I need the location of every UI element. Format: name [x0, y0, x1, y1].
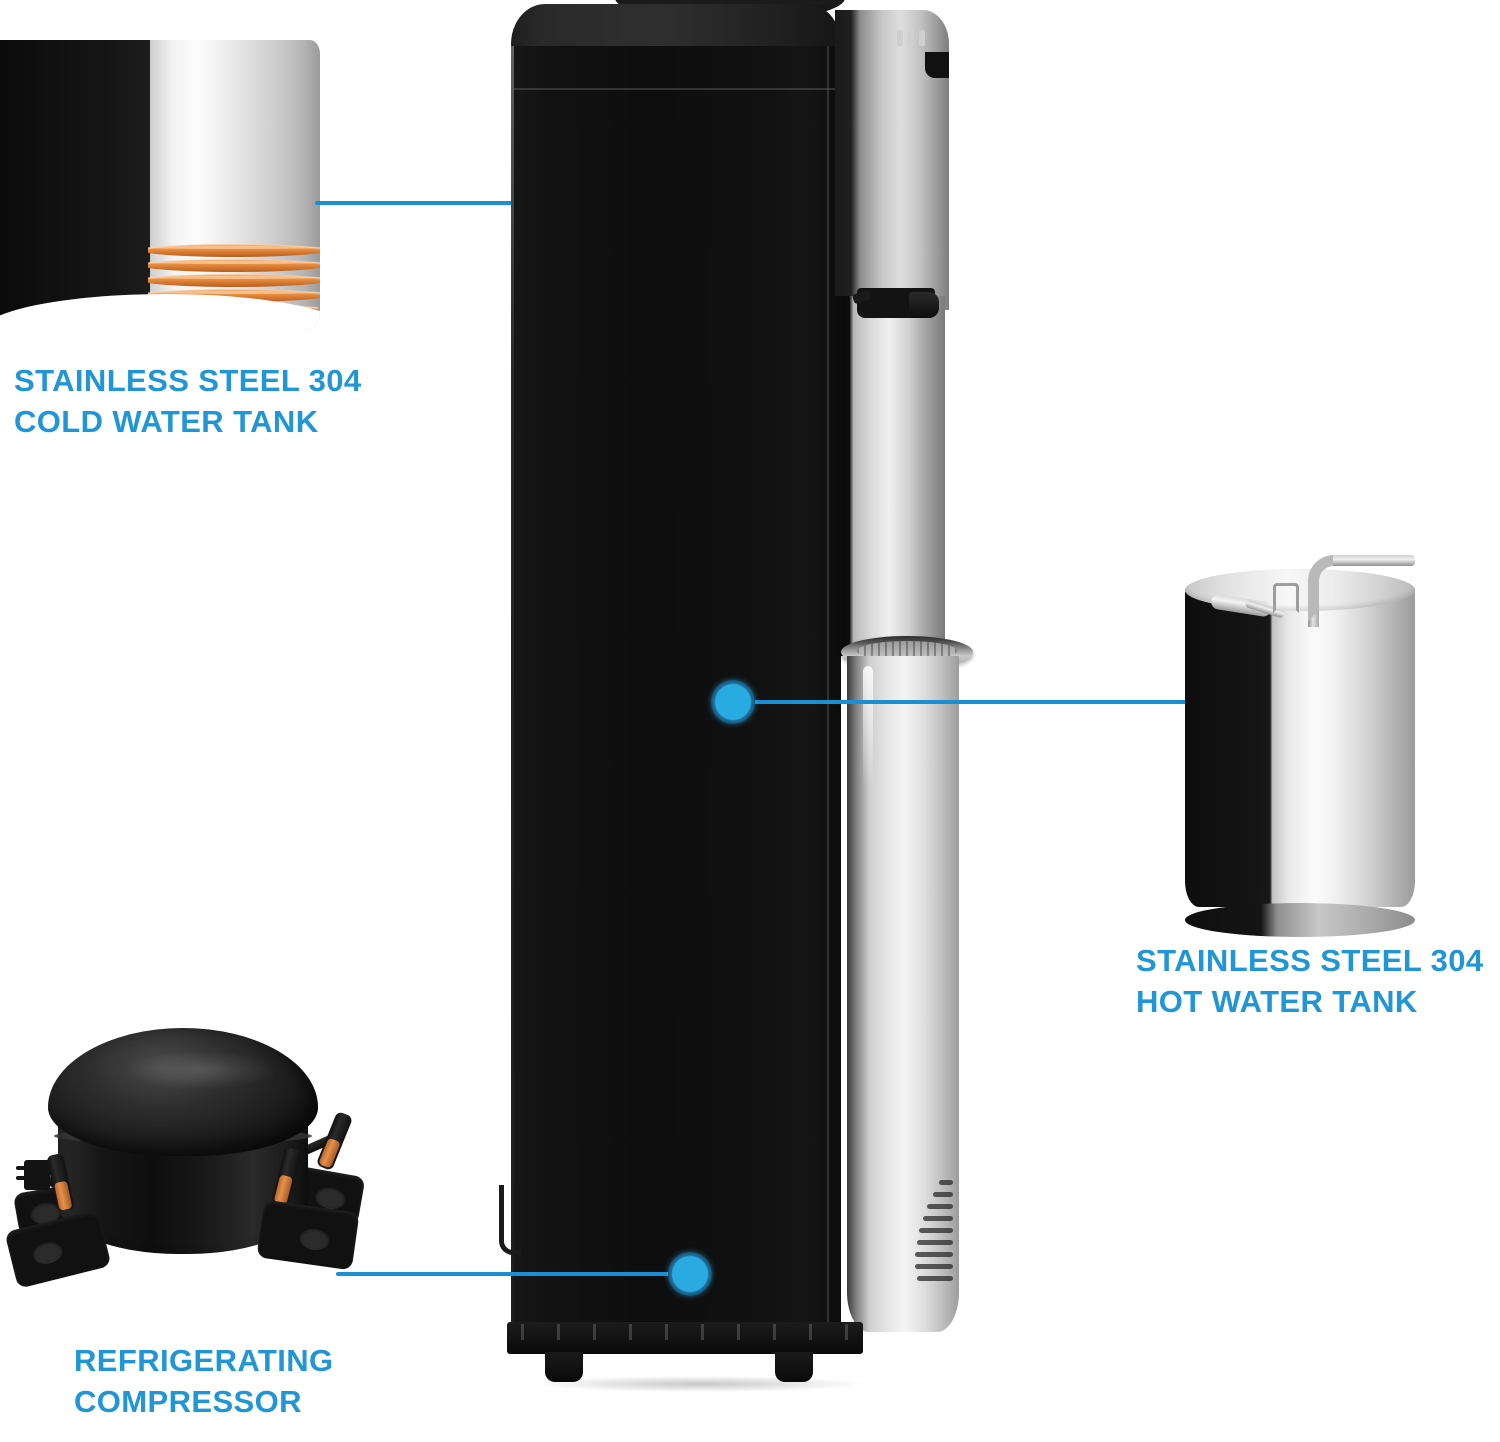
side-vent-slots [897, 30, 931, 46]
hot-water-tank-label: STAINLESS STEEL 304 HOT WATER TANK [1136, 940, 1484, 1022]
water-cooler-dispenser [499, 0, 975, 1400]
hot-water-tank-callout-dot[interactable] [711, 680, 755, 724]
cold-tank-body [0, 40, 320, 330]
rear-vent-slots [913, 1180, 957, 1290]
dispenser-foot-right [775, 1352, 813, 1382]
hot-tank-pipe-arm [1333, 555, 1415, 566]
hot-tank-cylinder [1185, 587, 1415, 907]
cabinet-seam-vertical [827, 46, 829, 1346]
cold-tank-dark-face [0, 40, 150, 330]
compressor-callout-dot[interactable] [668, 1252, 712, 1296]
dispenser-foot-left [545, 1352, 583, 1382]
hot-water-tank-leader-line [733, 700, 1196, 704]
lower-panel-highlight [863, 666, 873, 786]
cold-water-tank-label: STAINLESS STEEL 304 COLD WATER TANK [14, 360, 362, 442]
compressor-mount-hole [30, 1237, 65, 1266]
compressor-label: REFRIGERATING COMPRESSOR [74, 1340, 334, 1422]
dispensing-alcove [841, 296, 945, 656]
compressor-mount-hole [298, 1224, 332, 1251]
compressor-dome [48, 1028, 318, 1156]
copper-tube-segment [53, 1180, 73, 1211]
dispenser-tap-knob[interactable] [909, 292, 939, 318]
compressor-terminal-clip [16, 1160, 50, 1190]
cold-water-tank-icon [0, 40, 320, 330]
dispenser-cabinet [511, 46, 841, 1346]
compressor-icon [4, 1020, 400, 1320]
hot-label-line1: STAINLESS STEEL 304 [1136, 943, 1484, 978]
side-panel-notch [925, 52, 949, 78]
hot-tank-bottom [1185, 903, 1415, 937]
compressor-bracket-right [256, 1199, 360, 1271]
cold-water-tank-leader-line [315, 201, 620, 205]
cabinet-seam-horizontal [513, 88, 837, 90]
compressor-label-line2: COMPRESSOR [74, 1384, 302, 1420]
power-cable [499, 1185, 521, 1255]
dispenser-ground-shadow [535, 1376, 865, 1392]
cold-label-line1: STAINLESS STEEL 304 [14, 363, 362, 398]
hot-tank-sensor-wire [1273, 583, 1299, 613]
cold-label-line2: COLD WATER TANK [14, 404, 319, 440]
base-ribs [521, 1324, 851, 1340]
hot-label-line2: HOT WATER TANK [1136, 984, 1418, 1020]
compressor-dome-highlight [126, 1050, 276, 1090]
compressor-leader-line [336, 1272, 692, 1276]
hot-water-tank-icon [1185, 555, 1415, 937]
dispenser-base-plinth [507, 1322, 863, 1354]
compressor-label-line1: REFRIGERATING [74, 1343, 334, 1378]
